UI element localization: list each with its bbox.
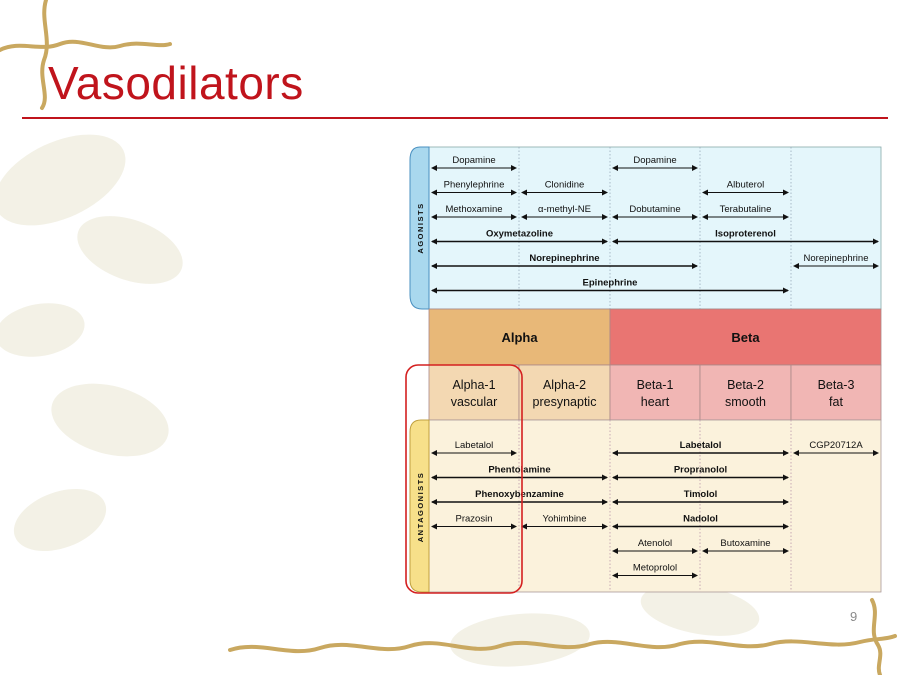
- receptor-location: presynaptic: [533, 395, 597, 409]
- receptor-cell-4: [790, 364, 882, 421]
- agonist-drug-label: α-methyl-NE: [538, 204, 591, 215]
- antagonist-drug-label: Nadolol: [683, 514, 718, 525]
- antagonist-drug-label: Butoxamine: [720, 538, 770, 549]
- alpha-header-label: Alpha: [501, 330, 538, 345]
- agonist-drug-label: Terabutaline: [720, 204, 772, 215]
- antagonist-tab: [409, 419, 430, 593]
- agonist-panel: [428, 146, 882, 310]
- title-divider: [22, 117, 888, 119]
- antagonist-drug-label: Atenolol: [638, 538, 672, 549]
- receptor-location: smooth: [725, 395, 766, 409]
- agonist-drug-label: Phenylephrine: [444, 180, 505, 191]
- agonist-drug-label: Albuterol: [727, 180, 765, 191]
- agonist-drug-label: Dobutamine: [629, 204, 680, 215]
- agonist-drug-label: Norepinephrine: [804, 253, 869, 264]
- antagonist-drug-label: Labetalol: [455, 440, 494, 451]
- antagonist-drug-label: Labetalol: [680, 440, 722, 451]
- agonist-drug-label: Norepinephrine: [529, 253, 599, 264]
- receptor-location: vascular: [451, 395, 498, 409]
- agonist-drug-label: Dopamine: [452, 155, 495, 166]
- receptor-cell-3: [699, 364, 792, 421]
- agonist-drug-label: Dopamine: [633, 155, 676, 166]
- antagonists-label: ANTAGONISTS: [416, 472, 425, 543]
- receptor-location: fat: [829, 395, 843, 409]
- receptor-name: Beta-2: [727, 378, 764, 392]
- receptor-name: Alpha-1: [452, 378, 495, 392]
- antagonist-drug-label: Phentolamine: [488, 465, 550, 476]
- agonist-drug-label: Clonidine: [545, 180, 585, 191]
- receptor-name: Beta-1: [637, 378, 674, 392]
- agonists-label: AGONISTS: [416, 202, 425, 253]
- antagonist-drug-label: Metoprolol: [633, 563, 677, 574]
- antagonist-drug-label: Prazosin: [456, 514, 493, 525]
- antagonist-drug-label: CGP20712A: [809, 440, 863, 451]
- slide-title: Vasodilators: [48, 57, 304, 109]
- agonist-drug-label: Oxymetazoline: [486, 229, 553, 240]
- alpha-1-highlight-box: [405, 364, 523, 594]
- agonist-tab: [409, 146, 430, 310]
- agonist-drug-label: Isoproterenol: [715, 229, 776, 240]
- receptor-location: heart: [641, 395, 670, 409]
- receptor-name: Beta-3: [818, 378, 855, 392]
- beta-header-cell: [609, 308, 882, 366]
- antagonist-drug-label: Yohimbine: [542, 514, 586, 525]
- receptor-name: Alpha-2: [543, 378, 586, 392]
- antagonist-drug-label: Propranolol: [674, 465, 727, 476]
- receptor-cell-2: [609, 364, 701, 421]
- beta-header-label: Beta: [731, 330, 760, 345]
- antagonist-drug-label: Phenoxybenzamine: [475, 489, 564, 500]
- antagonist-drug-label: Timolol: [684, 489, 718, 500]
- agonist-drug-label: Methoxamine: [445, 204, 502, 215]
- page-number: 9: [850, 609, 858, 624]
- receptor-cell-1: [518, 364, 611, 421]
- agonist-drug-label: Epinephrine: [583, 278, 638, 289]
- receptor-cell-0: [428, 364, 520, 421]
